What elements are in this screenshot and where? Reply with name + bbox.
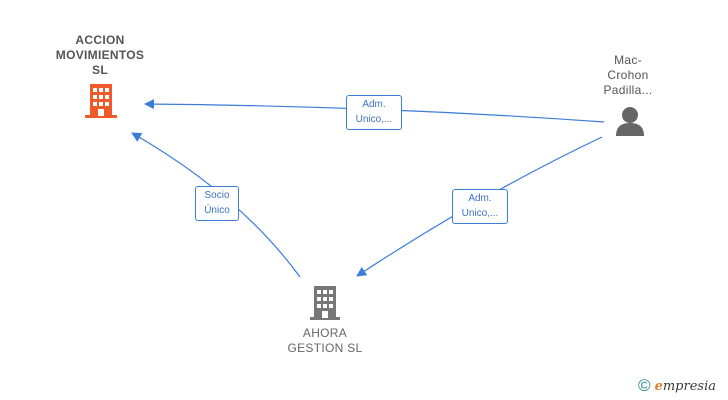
company-label[interactable]: AHORA GESTION SL <box>270 326 380 356</box>
building-icon[interactable] <box>310 286 340 320</box>
person-icon[interactable] <box>614 106 646 136</box>
main-company-label-line: SL <box>92 63 108 77</box>
brand-rest: mpresia <box>662 379 716 394</box>
edge-label-line: Unico,... <box>355 114 393 125</box>
edge-label-person-company[interactable]: Adm. Unico,... <box>452 189 508 224</box>
main-company-label[interactable]: ACCION MOVIMIENTOS SL <box>40 33 160 78</box>
edge-label-line: Único <box>204 205 230 216</box>
footer-brand: © empresia <box>638 376 716 396</box>
edge-label-line: Adm. <box>362 99 386 110</box>
person-label-line: Crohon <box>607 68 649 82</box>
person-label-line: Mac- <box>614 53 642 67</box>
edge-label-line: Socio <box>204 190 230 201</box>
company-label-line: GESTION SL <box>287 341 363 355</box>
main-company-label-line: MOVIMIENTOS <box>55 48 145 62</box>
brand-initial: e <box>654 379 663 394</box>
brand-name[interactable]: empresia <box>655 378 716 394</box>
main-company-label-line: ACCION <box>75 33 125 47</box>
edge-label-line: Adm. <box>468 193 492 204</box>
person-label[interactable]: Mac- Crohon Padilla... <box>588 53 668 98</box>
edge-label-line: Unico,... <box>461 208 499 219</box>
building-icon[interactable] <box>85 84 117 118</box>
edge-label-person-main[interactable]: Adm. Unico,... <box>346 95 402 130</box>
person-label-line: Padilla... <box>603 83 653 97</box>
edge-label-company-main[interactable]: Socio Único <box>195 186 239 221</box>
company-label-line: AHORA <box>302 326 348 340</box>
copyright-icon: © <box>638 376 651 395</box>
